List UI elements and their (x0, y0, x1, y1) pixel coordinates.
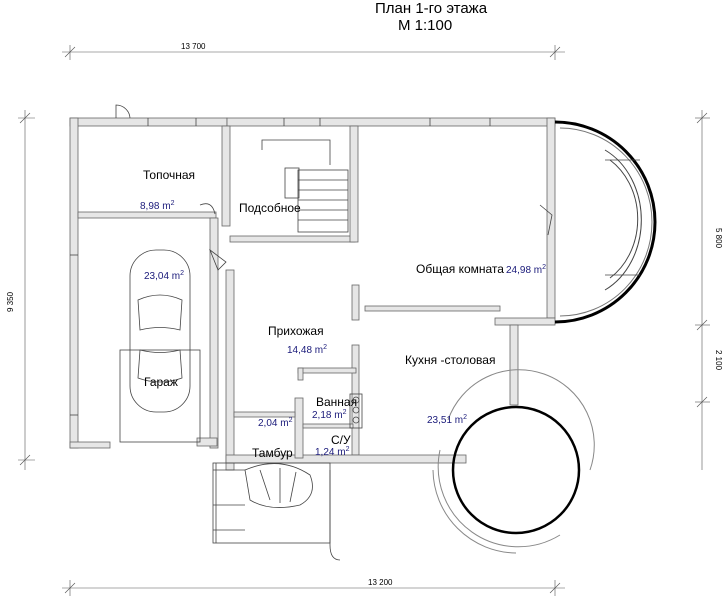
plan-title: План 1-го этажа (375, 0, 488, 17)
room-name-boiler: Топочная (143, 168, 195, 182)
plan-scale: М 1:100 (398, 17, 452, 34)
room-area-kitchen: 23,51 m (427, 415, 463, 426)
room-garage: 23,04 m2 Гараж (144, 270, 184, 389)
room-name-living: Общая комната (416, 262, 504, 276)
room-name-garage: Гараж (144, 375, 178, 389)
svg-text:1,24 m2: 1,24 m2 (315, 446, 350, 458)
room-wc: С/У 1,24 m2 (315, 433, 351, 458)
svg-text:23,51 m2: 23,51 m2 (427, 414, 467, 426)
room-area-vestibule: 2,04 m (258, 418, 289, 429)
svg-text:23,04 m2: 23,04 m2 (144, 270, 184, 282)
right-dimension: 5 800 2 100 (695, 110, 723, 470)
svg-text:2,04 m2: 2,04 m2 (258, 417, 293, 429)
room-area-hall: 14,48 m (287, 345, 323, 356)
top-dimension: 13 700 (62, 42, 565, 60)
room-utility: Подсобное (239, 201, 301, 215)
room-vestibule: 2,04 m2 Тамбур (252, 417, 293, 460)
room-area-boiler: 8,98 m (140, 201, 171, 212)
interior-staircase (261, 139, 349, 233)
room-name-utility: Подсобное (239, 201, 301, 215)
left-dimension-label: 9 350 (6, 291, 15, 312)
top-dimension-label: 13 700 (181, 42, 206, 51)
bottom-dimension: 13 200 (62, 578, 565, 596)
round-bay (432, 369, 595, 554)
car-icon (119, 249, 201, 443)
room-living: Общая комната 24,98 m2 (416, 262, 546, 276)
room-name-wc: С/У (331, 433, 351, 447)
svg-text:14,48 m2: 14,48 m2 (287, 344, 327, 356)
left-dimension: 9 350 (6, 110, 35, 470)
plumbing-fixtures (349, 393, 363, 429)
room-kitchen: Кухня -столовая 23,51 m2 (405, 353, 495, 426)
bottom-dimension-label: 13 200 (368, 578, 393, 587)
doors (115, 104, 553, 271)
room-area-living: 24,98 m (506, 265, 542, 276)
room-name-kitchen: Кухня -столовая (405, 353, 495, 367)
room-area-garage: 23,04 m (144, 271, 180, 282)
room-name-hall: Прихожая (268, 324, 324, 338)
area-superscript: 2 (171, 200, 175, 207)
svg-text:2,18 m2: 2,18 m2 (312, 409, 347, 421)
room-boiler: Топочная 8,98 m2 (140, 168, 195, 212)
room-hall: Прихожая 14,48 m2 (268, 324, 327, 356)
right-dimension-lower-label: 2 100 (714, 350, 723, 371)
right-dimension-upper-label: 5 800 (714, 228, 723, 249)
room-name-vestibule: Тамбур (252, 446, 293, 460)
bay-window (554, 120, 657, 324)
room-bath: Ванная 2,18 m2 (312, 395, 357, 421)
svg-text:8,98 m2: 8,98 m2 (140, 200, 175, 212)
entrance-porch (212, 462, 341, 561)
windows (70, 118, 491, 416)
room-name-bath: Ванная (316, 395, 357, 409)
room-area-bath: 2,18 m (312, 410, 343, 421)
room-area-wc: 1,24 m (315, 447, 346, 458)
svg-text:24,98 m2: 24,98 m2 (506, 264, 546, 276)
